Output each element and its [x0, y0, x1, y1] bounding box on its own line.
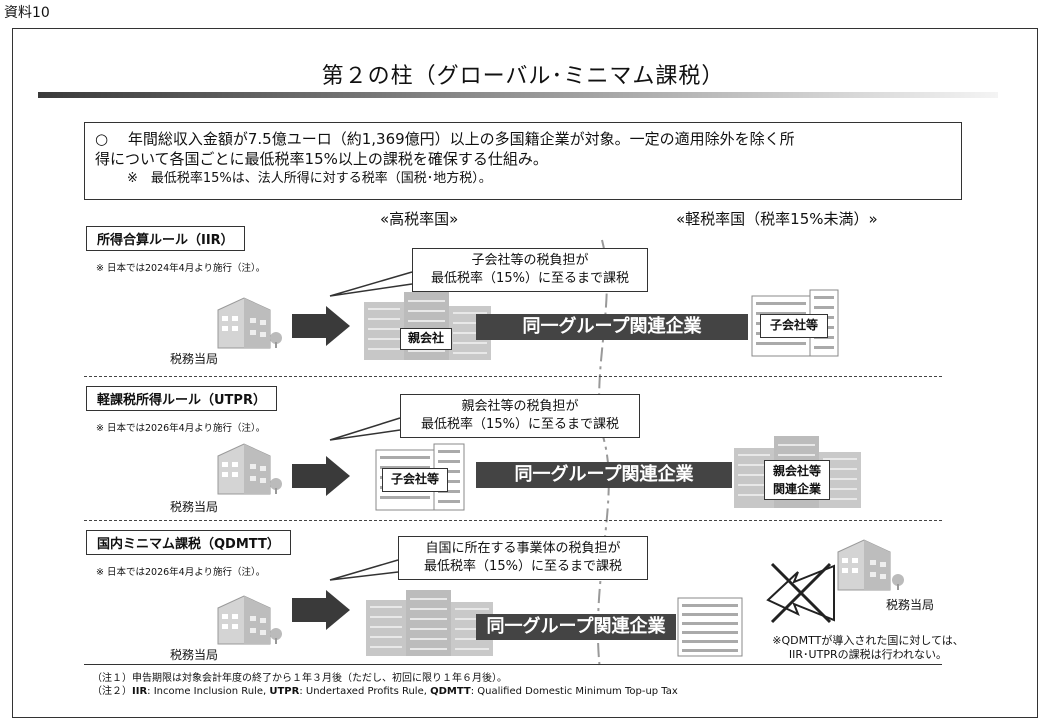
summary-line-2: 得について各国ごとに最低税率15%以上の課税を確保する仕組み。	[95, 150, 548, 168]
qdmtt-group-bar: 同一グループ関連企業	[476, 614, 676, 640]
summary-note: ※ 最低税率15%は、法人所得に対する税率（国税･地方税）。	[127, 171, 492, 186]
high-tax-country-header: «高税率国»	[380, 210, 459, 228]
content-frame	[12, 28, 1038, 718]
utpr-callout-line-2: 最低税率（15%）に至るまで課税	[421, 417, 619, 432]
qdmtt-tax-office-label: 税務当局	[170, 648, 219, 662]
footnote-utpr-abbr: UTPR	[269, 686, 300, 697]
iir-tax-office-label: 税務当局	[170, 352, 219, 366]
iir-tax-arrow-icon	[292, 306, 350, 346]
iir-callout-line-1: 子会社等の税負担が	[471, 253, 589, 268]
iir-tax-office-building-icon	[217, 297, 282, 349]
qdmtt-subsidiary-building-icon	[677, 597, 743, 657]
footnote-2-prefix: （注２）	[92, 686, 132, 697]
utpr-parent-label-line-2: 関連企業	[772, 482, 821, 496]
qdmtt-tax-arrow-icon	[292, 590, 350, 630]
utpr-section-title: 軽課税所得ルール（UTPR）	[86, 386, 277, 411]
utpr-section-note: ※ 日本では2026年4月より施行（注）。	[96, 423, 266, 434]
section-divider-1	[84, 376, 942, 377]
qdmtt-section-title: 国内ミニマム課税（QDMTT）	[86, 530, 291, 555]
summary-box: ○ 年間総収入金額が7.5億ユーロ（約1,369億円）以上の多国籍企業が対象。一…	[84, 122, 962, 200]
utpr-parent-label-line-1: 親会社等	[772, 464, 821, 478]
footnote-qdmtt-text: : Qualified Domestic Minimum Top-up Tax	[470, 686, 678, 697]
iir-callout: 子会社等の税負担が 最低税率（15%）に至るまで課税	[412, 248, 648, 292]
utpr-parent-label: 親会社等 関連企業	[764, 460, 830, 500]
document-label: 資料10	[4, 5, 50, 21]
qdmtt-remark-line-1: ※QDMTTが導入された国に対しては、	[772, 634, 964, 647]
utpr-subsidiary-label: 子会社等	[382, 468, 448, 492]
iir-parent-company-label: 親会社	[400, 328, 452, 350]
iir-subsidiary-label: 子会社等	[760, 314, 828, 338]
qdmtt-callout: 自国に所在する事業体の税負担が 最低税率（15%）に至るまで課税	[398, 536, 648, 580]
title-underline	[38, 92, 998, 98]
qdmtt-foreign-tax-office-label: 税務当局	[886, 598, 935, 612]
footnote-rule	[84, 664, 942, 665]
iir-section-note: ※ 日本では2024年4月より施行（注）。	[96, 263, 266, 274]
qdmtt-callout-line-1: 自国に所在する事業体の税負担が	[425, 541, 621, 556]
utpr-callout-line-1: 親会社等の税負担が	[461, 399, 579, 414]
iir-group-bar: 同一グループ関連企業	[476, 314, 748, 340]
qdmtt-remark: ※QDMTTが導入された国に対しては、 IIR･UTPRの課税は行われない。	[768, 634, 968, 662]
section-divider-2	[84, 520, 942, 521]
footnote-utpr-text: : Undertaxed Profits Rule,	[299, 686, 431, 697]
qdmtt-callout-line-2: 最低税率（15%）に至るまで課税	[424, 559, 622, 574]
qdmtt-domestic-building-icon	[366, 590, 493, 656]
blocked-arrow-icon	[766, 562, 835, 624]
utpr-group-bar: 同一グループ関連企業	[476, 462, 732, 488]
summary-line-1: ○ 年間総収入金額が7.5億ユーロ（約1,369億円）以上の多国籍企業が対象。一…	[95, 130, 795, 148]
qdmtt-remark-line-2: IIR･UTPRの課税は行われない。	[788, 648, 948, 661]
footnote-2: （注２）IIR: Income Inclusion Rule, UTPR: Un…	[92, 682, 678, 697]
utpr-callout: 親会社等の税負担が 最低税率（15%）に至るまで課税	[400, 394, 640, 438]
qdmtt-tax-office-building-icon	[217, 595, 282, 645]
footnote-1: （注１）申告期限は対象会計年度の終了から１年３月後（ただし、初回に限り１年６月後…	[92, 673, 507, 684]
low-tax-country-header: «軽税率国（税率15%未満）»	[676, 210, 878, 228]
utpr-tax-office-building-icon	[217, 443, 282, 495]
page-title: 第２の柱（グローバル･ミニマム課税）	[321, 64, 725, 89]
utpr-tax-office-label: 税務当局	[170, 500, 219, 514]
qdmtt-foreign-tax-office-building-icon	[837, 539, 904, 591]
footnote-iir-text: : Income Inclusion Rule,	[147, 686, 270, 697]
qdmtt-section-note: ※ 日本では2026年4月より施行（注）。	[96, 567, 266, 578]
footnote-iir-abbr: IIR	[132, 686, 148, 697]
utpr-tax-arrow-icon	[292, 456, 350, 496]
iir-callout-line-2: 最低税率（15%）に至るまで課税	[431, 271, 629, 286]
footnote-qdmtt-abbr: QDMTT	[430, 686, 471, 697]
iir-section-title: 所得合算ルール（IIR）	[86, 226, 245, 251]
